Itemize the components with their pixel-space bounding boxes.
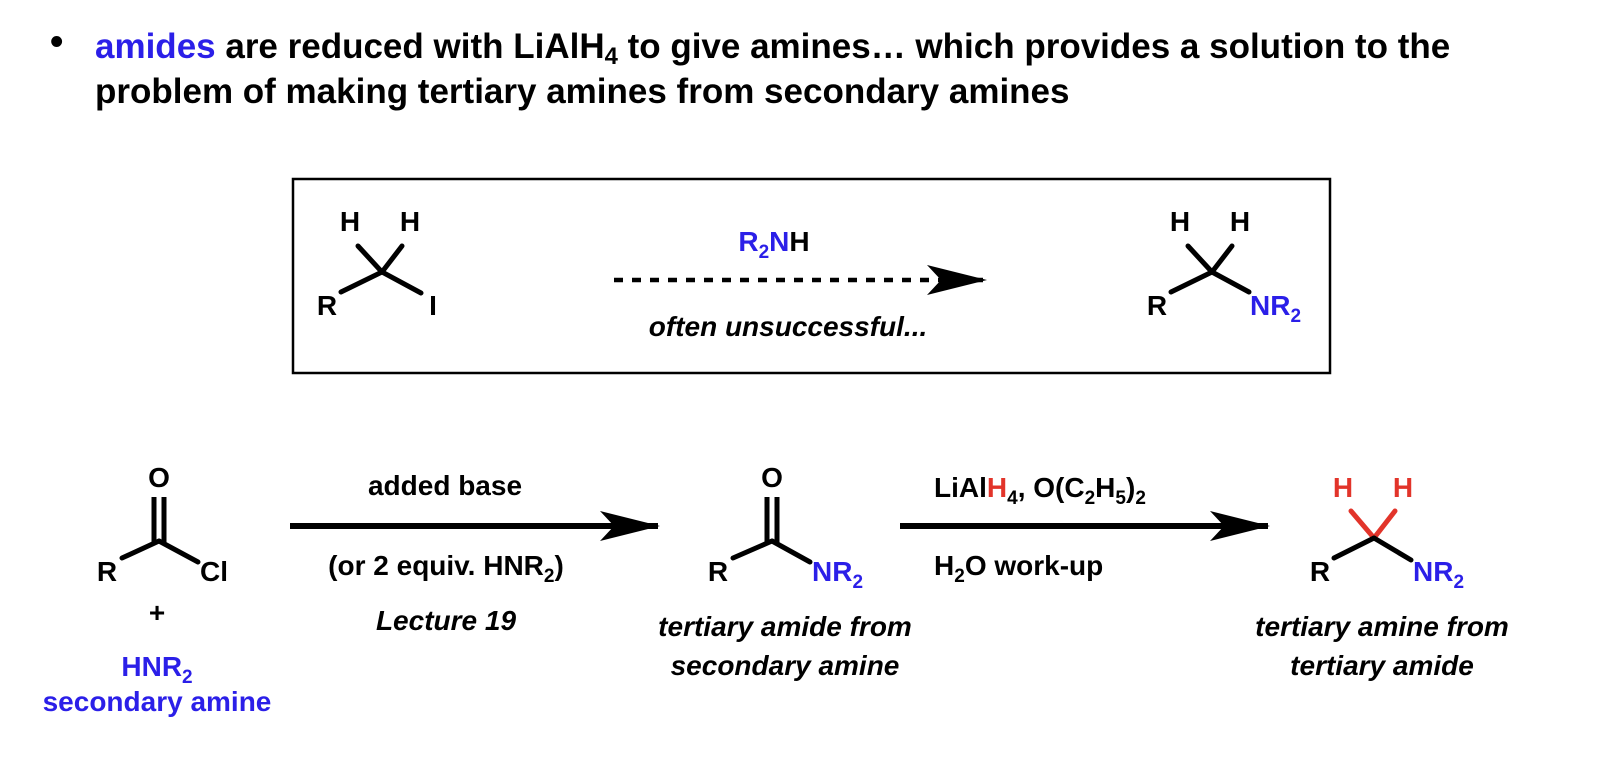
reactant-h1: H xyxy=(340,206,360,237)
step2-reagent: LiAlH4, O(C2H5)2 xyxy=(934,472,1146,509)
amine-nr2: NR2 xyxy=(1413,556,1464,593)
amides-highlight: amides xyxy=(95,27,216,66)
amide-caption-line1: tertiary amide from xyxy=(658,611,912,642)
box-product-nr2: NR2 xyxy=(1250,290,1301,327)
secondary-amine-caption: secondary amine xyxy=(43,686,272,717)
problem-box xyxy=(291,177,1332,375)
acid-chloride-cl: Cl xyxy=(200,556,228,587)
step1-reference: Lecture 19 xyxy=(376,605,516,636)
box-reagent: R2NH xyxy=(738,226,809,263)
amide-r: R xyxy=(708,556,728,587)
box-product-r: R xyxy=(1147,290,1167,321)
intro-sub4: 4 xyxy=(604,42,618,70)
intro-text: amides are reduced with LiAlH4 to give a… xyxy=(95,24,1590,114)
alkyl-iodide: H H R I xyxy=(317,206,437,321)
box-product-h2: H xyxy=(1230,206,1250,237)
intro-part1: are reduced with LiAlH xyxy=(215,27,605,66)
step2-workup: H2O work-up xyxy=(934,550,1103,587)
acid-chloride-r: R xyxy=(97,556,117,587)
amine-r: R xyxy=(1310,556,1330,587)
amine-caption-line2: tertiary amide xyxy=(1290,650,1474,681)
box-note: often unsuccessful... xyxy=(649,311,928,342)
amide-caption-line2: secondary amine xyxy=(671,650,900,681)
reactant-iodine: I xyxy=(429,290,437,321)
acid-chloride-o: O xyxy=(148,462,170,493)
secondary-amine-formula: HNR2 xyxy=(121,651,192,688)
reactant-h2: H xyxy=(400,206,420,237)
amine-h1: H xyxy=(1333,472,1353,503)
intro-part2: to give amines… which provides a solutio… xyxy=(95,27,1451,111)
box-amine-product: H H R NR2 xyxy=(1147,206,1301,327)
bullet-point: • xyxy=(50,21,64,63)
amide-o: O xyxy=(761,462,783,493)
step1-reagent: added base xyxy=(368,470,522,501)
amide-nr2: NR2 xyxy=(812,556,863,593)
tertiary-amide: O R NR2 xyxy=(708,462,863,593)
amine-caption-line1: tertiary amine from xyxy=(1255,611,1509,642)
step1-alternative: (or 2 equiv. HNR2) xyxy=(328,550,564,587)
acid-chloride: O R Cl xyxy=(97,462,228,587)
amine-h2: H xyxy=(1393,472,1413,503)
box-product-h1: H xyxy=(1170,206,1190,237)
intro-statement: • amides are reduced with LiAlH4 to give… xyxy=(40,21,1590,114)
plus-sign: + xyxy=(149,597,165,628)
tertiary-amine: H H R NR2 xyxy=(1310,472,1464,593)
reactant-r: R xyxy=(317,290,337,321)
